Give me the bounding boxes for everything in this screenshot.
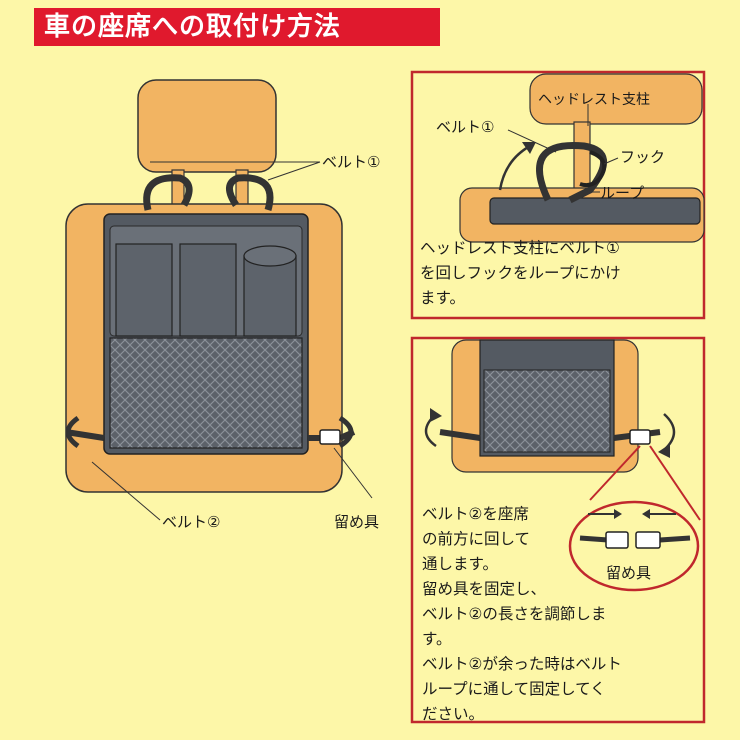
detail1-label-loop: ループ bbox=[600, 184, 644, 202]
headrest bbox=[137, 79, 277, 173]
detail2-label-fastener: 留め具 bbox=[606, 564, 651, 582]
detail2-caption: ベルト②を座席 の前方に回して 通します。 留め具を固定し、 ベルト②の長さを調… bbox=[422, 505, 622, 723]
detail2-mesh bbox=[483, 369, 611, 453]
detail1-post bbox=[573, 121, 591, 193]
detail1-organizer-top bbox=[489, 197, 701, 225]
detail1-caption: ヘッドレスト支柱にベルト① を回しフックをループにかけ ます。 bbox=[420, 239, 621, 307]
zoom-belt bbox=[579, 535, 691, 543]
detail1-label-belt1: ベルト① bbox=[436, 118, 494, 136]
detail-box-1: ヘッドレスト支柱 ベルト① フック ループ bbox=[410, 70, 706, 320]
detail2-fastener bbox=[629, 429, 651, 445]
label-belt2: ベルト② bbox=[162, 513, 220, 531]
zoom-buckle-left bbox=[605, 531, 629, 549]
zoom-buckle-right bbox=[635, 531, 661, 549]
detail2-arrow-right-head bbox=[658, 444, 670, 458]
detail1-arrow-head bbox=[522, 142, 536, 154]
pocket-left bbox=[115, 243, 173, 337]
bottle-holder-rim bbox=[243, 245, 297, 267]
leader-detail1-belt bbox=[507, 129, 557, 153]
title-banner bbox=[34, 8, 440, 46]
zoom-arrow-in-left-head bbox=[614, 509, 622, 519]
leader-belt2 bbox=[91, 461, 161, 521]
detail1-headrest bbox=[529, 73, 703, 125]
belt2-wrap-right bbox=[338, 415, 354, 449]
label-fastener: 留め具 bbox=[334, 513, 379, 531]
detail1-label-headrest-post: ヘッドレスト支柱 bbox=[538, 92, 650, 108]
page-title: 車の座席への取付け方法 bbox=[44, 12, 342, 42]
mesh-pocket bbox=[109, 337, 303, 449]
zoom-arrow-in-right-head bbox=[642, 509, 650, 519]
leader-zoom-1 bbox=[589, 445, 641, 501]
belt2-wrap-left bbox=[65, 415, 80, 449]
zoom-circle bbox=[568, 500, 700, 592]
pocket-middle bbox=[179, 243, 237, 337]
leader-fastener bbox=[333, 447, 373, 499]
belt1-strap-left bbox=[143, 174, 193, 211]
detail1-hook bbox=[579, 150, 607, 188]
belt1-strap-right bbox=[226, 174, 274, 211]
detail-box-2: 留め具 bbox=[410, 336, 706, 724]
fastener-main bbox=[319, 429, 341, 445]
leader-hook bbox=[603, 157, 619, 165]
label-belt1: ベルト① bbox=[322, 153, 380, 171]
detail1-label-hook: フック bbox=[620, 148, 665, 166]
leader-zoom-2 bbox=[649, 445, 701, 521]
detail2-arrow-left-head bbox=[430, 408, 442, 422]
leader-belt1-b bbox=[267, 161, 321, 181]
detail1-arrow bbox=[498, 144, 531, 191]
main-seat-figure: ベルト① ベルト② 留め具 bbox=[65, 79, 380, 531]
bottle-holder bbox=[243, 255, 297, 337]
